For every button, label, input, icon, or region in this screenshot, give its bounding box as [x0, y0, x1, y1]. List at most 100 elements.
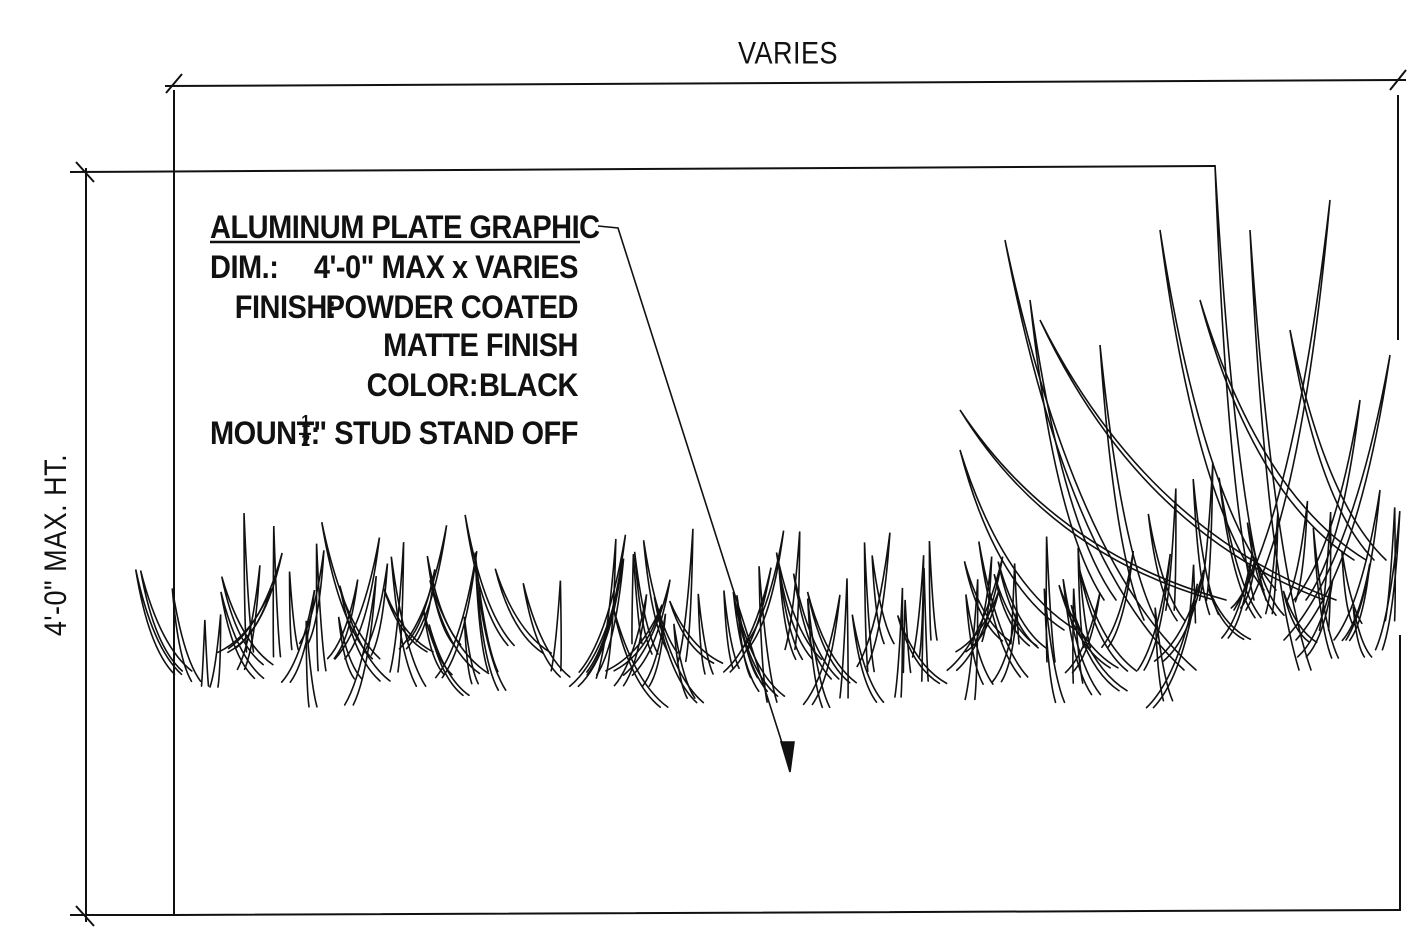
dim-key: DIM.:	[210, 250, 279, 286]
grass-blade	[741, 530, 785, 650]
grass-blade	[280, 589, 316, 684]
grass-blade	[398, 525, 448, 650]
grass-blade	[894, 587, 904, 698]
grass-blade	[288, 571, 299, 651]
grass-blade	[1070, 604, 1128, 692]
grass-blade	[1199, 299, 1367, 561]
grass-blade	[1384, 507, 1397, 622]
grass-blade	[429, 580, 490, 675]
grass-blade	[978, 541, 1029, 678]
grass-blade	[975, 556, 993, 643]
grass-blade	[1312, 527, 1340, 659]
grass-blade	[339, 585, 391, 682]
grass-blade	[272, 525, 282, 658]
grass-blade	[1159, 229, 1277, 591]
grass-blade	[871, 555, 895, 645]
grass-blade	[1165, 488, 1177, 612]
grass-blade	[383, 588, 434, 653]
grass-blade	[1187, 564, 1197, 624]
width-dimension-line	[164, 69, 1407, 94]
grass-blade	[1218, 477, 1262, 619]
grass-blade	[463, 616, 480, 685]
grass-blade	[209, 614, 222, 688]
grass-blade	[1004, 239, 1197, 671]
grass-blade	[668, 600, 724, 664]
grass-blade	[806, 591, 858, 684]
grass-blade	[474, 552, 499, 673]
height-dimension-line	[69, 161, 1216, 927]
grass-blade	[139, 570, 193, 672]
grass-blade	[390, 556, 427, 688]
grass-blade	[902, 599, 912, 674]
grass-blade	[963, 561, 1011, 642]
grass-blade	[1198, 462, 1214, 602]
grass-blade	[406, 569, 436, 643]
grass-blade	[1285, 500, 1309, 603]
grass-blade	[896, 615, 948, 685]
grass-blade	[1029, 299, 1117, 601]
grass-blade	[1333, 489, 1381, 641]
grass-blade	[361, 563, 389, 656]
grass-blade	[1078, 566, 1138, 672]
finish-value-2: MATTE FINISH	[383, 328, 578, 364]
callout-leader-arrow	[597, 225, 795, 773]
grass-blade	[1137, 553, 1172, 671]
grass-blade	[964, 579, 979, 701]
grass-blade	[1072, 588, 1084, 684]
grass-blade	[839, 578, 849, 699]
grass-blade	[320, 521, 381, 660]
grass-blade	[775, 552, 823, 661]
grass-blade	[243, 513, 255, 653]
grass-blade	[315, 543, 327, 672]
grass-blade	[326, 579, 359, 660]
grass-blade	[1192, 478, 1220, 616]
grass-blade	[475, 578, 507, 691]
dim-value: 4'-0" MAX x VARIES	[313, 250, 579, 286]
grass-blade	[851, 614, 885, 703]
grass-blade	[134, 569, 183, 676]
grass-blade	[428, 624, 470, 697]
grass-blade	[171, 588, 202, 683]
fraction-denominator: 2	[301, 431, 310, 451]
grass-blade	[422, 610, 453, 676]
grass-blade	[494, 568, 553, 654]
grass-blade	[732, 591, 769, 693]
grass-blade	[595, 538, 617, 679]
grass-blade	[578, 534, 627, 673]
grass-blade	[1145, 583, 1199, 709]
mount-value: " STUD STAND OFF	[313, 416, 578, 452]
grass-blade	[722, 567, 772, 673]
grass-blade	[1318, 511, 1332, 632]
grass-blade	[464, 514, 515, 647]
grass-blade	[1010, 563, 1020, 645]
grass-blade	[863, 542, 875, 673]
grass-blade	[856, 532, 891, 668]
grass-graphic	[134, 164, 1401, 709]
grass-blade	[1374, 511, 1401, 651]
grass-blade	[622, 579, 671, 676]
grass-blade	[946, 556, 1004, 672]
grass-blade	[586, 558, 625, 676]
grass-blade	[220, 576, 274, 666]
grass-blade	[806, 598, 831, 709]
grass-blade	[1283, 354, 1391, 641]
grass-blade	[522, 583, 571, 678]
grass-blade	[389, 542, 405, 673]
callout-title: ALUMINUM PLATE GRAPHIC	[210, 210, 600, 246]
finish-key: FINISH:	[234, 290, 337, 326]
grass-blade	[298, 550, 325, 645]
grass-blade	[305, 620, 318, 708]
grass-blade	[343, 575, 378, 706]
grass-blade	[1249, 229, 1312, 671]
grass-blade	[641, 613, 667, 687]
grass-blade	[723, 590, 740, 670]
grass-blade	[434, 551, 478, 679]
grass-blade	[426, 555, 462, 646]
grass-blade	[1039, 319, 1337, 601]
height-dimension-label: 4'-0" MAX. HT.	[38, 453, 73, 637]
grass-blade	[612, 605, 669, 708]
grass-blade	[758, 566, 778, 703]
grass-blade	[605, 604, 663, 672]
